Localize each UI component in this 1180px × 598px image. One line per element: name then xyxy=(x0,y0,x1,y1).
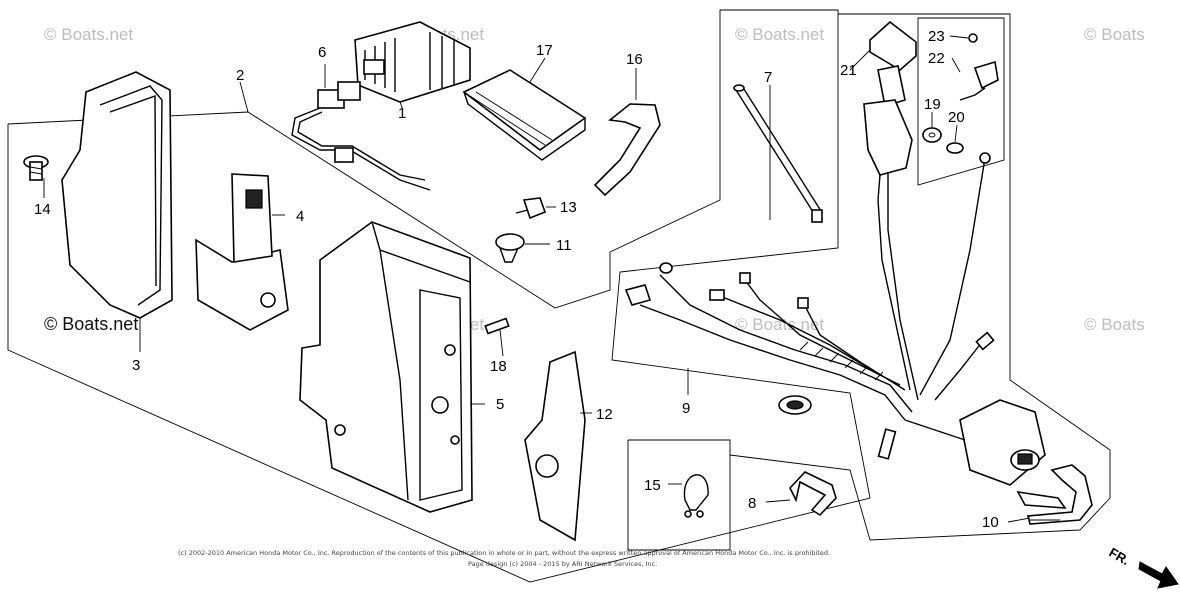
part-1-regulator xyxy=(354,21,471,111)
part-22-terminal xyxy=(959,60,999,101)
watermark-top-right: © Boats.net xyxy=(735,25,824,44)
callout-15: 15 xyxy=(644,477,661,494)
watermark-mid-right: © Boats.net xyxy=(735,315,824,334)
callout-13: 13 xyxy=(560,199,577,216)
grommet xyxy=(778,395,812,415)
callout-8: 8 xyxy=(748,495,756,512)
callout-3: 3 xyxy=(132,357,140,374)
callout-17: 17 xyxy=(536,42,553,59)
direction-label: FR. xyxy=(1107,545,1133,568)
part-7-rod xyxy=(733,84,823,223)
direction-marker: FR. xyxy=(1107,545,1179,589)
callout-2: 2 xyxy=(236,67,244,84)
direction-arrow-icon xyxy=(1138,561,1179,589)
callout-12: 12 xyxy=(596,406,613,423)
callout-23: 23 xyxy=(928,28,945,45)
part-20-washer xyxy=(946,142,964,154)
part-5-control-box xyxy=(299,221,485,513)
callout-7: 7 xyxy=(764,69,772,86)
part-8-band xyxy=(765,471,837,517)
part-9-wire-harness xyxy=(624,152,995,460)
callout-16: 16 xyxy=(626,51,643,68)
part-15-clamp xyxy=(668,474,709,518)
callout-1: 1 xyxy=(398,105,406,122)
part-18-bolt xyxy=(484,317,510,357)
callout-21: 21 xyxy=(840,62,857,79)
callout-19: 19 xyxy=(924,96,941,113)
watermark-top-edge: © Boats xyxy=(1084,25,1145,44)
group-outline-fuse xyxy=(917,17,1005,186)
callout-10: 10 xyxy=(982,514,999,531)
callout-9: 9 xyxy=(682,400,690,417)
watermark-mid-left: © Boats.net xyxy=(44,314,138,334)
callout-6: 6 xyxy=(318,44,326,61)
watermark-top-left: © Boats.net xyxy=(44,25,133,44)
callout-5: 5 xyxy=(496,396,504,413)
callout-22: 22 xyxy=(928,50,945,67)
part-16-strap xyxy=(593,68,661,197)
watermark-mid-edge: © Boats xyxy=(1084,315,1145,334)
callout-11: 11 xyxy=(556,237,572,254)
part-19-nut xyxy=(922,127,942,143)
copyright-line-1: (c) 2002-2010 American Honda Motor Co., … xyxy=(178,549,830,557)
part-3-cover xyxy=(61,71,173,352)
copyright-line-2: Page design (c) 2004 - 2015 by ARI Netwo… xyxy=(468,560,657,568)
part-11-clip xyxy=(495,233,550,263)
leader-lines xyxy=(43,35,1031,523)
part-4-bracket xyxy=(195,173,289,331)
part-21-fuse-holder xyxy=(863,20,919,401)
part-17-module xyxy=(462,57,587,161)
part-6-connector xyxy=(291,64,431,191)
group-outline-clamps-2 xyxy=(729,454,871,541)
part-12-plate xyxy=(524,350,592,542)
group-outline-harness xyxy=(838,13,1111,541)
part-14-screw xyxy=(23,155,49,181)
part-10-solenoid xyxy=(904,399,1093,525)
group-outline-left xyxy=(7,9,871,583)
part-13-bolt xyxy=(515,197,556,220)
callout-4: 4 xyxy=(296,208,304,225)
group-outline-clamps xyxy=(627,439,731,551)
callout-14: 14 xyxy=(34,201,51,218)
callout-18: 18 xyxy=(490,358,507,375)
callout-20: 20 xyxy=(948,109,965,126)
part-23-washer xyxy=(968,33,978,43)
